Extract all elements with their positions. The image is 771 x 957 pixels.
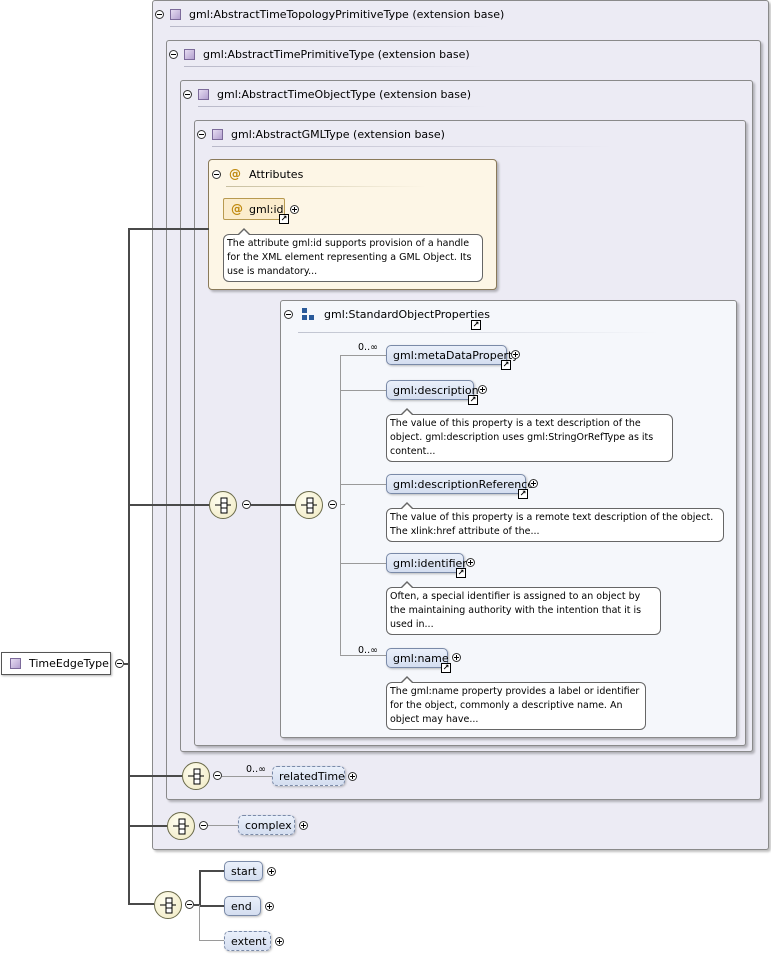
reference-arrow-icon[interactable]: ↗ bbox=[471, 320, 481, 330]
collapse-icon[interactable] bbox=[212, 169, 221, 179]
root-type-box[interactable]: TimeEdgeType bbox=[1, 652, 111, 675]
element-end[interactable]: end bbox=[224, 896, 261, 916]
sequence-compositor-icon[interactable] bbox=[209, 491, 237, 519]
complex-type-icon bbox=[212, 128, 223, 140]
extension-label: gml:AbstractTimeTopologyPrimitiveType (e… bbox=[189, 7, 505, 21]
element-label: start bbox=[231, 864, 257, 878]
extension-label: gml:AbstractTimeObjectType (extension ba… bbox=[217, 87, 472, 101]
element-label: end bbox=[231, 899, 252, 913]
element-relatedTime[interactable]: relatedTime bbox=[272, 766, 345, 786]
element-label: gml:descriptionReference bbox=[393, 477, 535, 491]
element-descriptionReference[interactable]: gml:descriptionReference bbox=[386, 474, 534, 494]
sequence-compositor-icon[interactable] bbox=[167, 812, 195, 840]
reference-arrow-icon[interactable]: ↗ bbox=[518, 489, 528, 499]
extension-label: gml:AbstractGMLType (extension base) bbox=[231, 127, 445, 141]
reference-arrow-icon[interactable]: ↗ bbox=[501, 360, 511, 370]
element-label: complex bbox=[245, 818, 292, 832]
element-doc-tooltip: The value of this property is a text des… bbox=[386, 408, 673, 462]
collapse-icon[interactable] bbox=[183, 89, 192, 99]
attributes-header[interactable]: @ Attributes bbox=[212, 164, 303, 184]
element-label: gml:metaDataProperty bbox=[393, 348, 519, 362]
collapse-icon[interactable] bbox=[185, 900, 194, 909]
expand-icon[interactable] bbox=[466, 558, 475, 567]
extension-label: gml:AbstractTimePrimitiveType (extension… bbox=[203, 47, 470, 61]
element-label: relatedTime bbox=[279, 769, 345, 783]
expand-icon[interactable] bbox=[478, 385, 487, 394]
expand-icon[interactable] bbox=[299, 821, 308, 830]
complex-type-icon bbox=[10, 658, 21, 669]
group-header[interactable]: gml:StandardObjectProperties bbox=[284, 304, 490, 324]
complex-type-icon bbox=[184, 48, 195, 60]
element-doc-tooltip: The value of this property is a remote t… bbox=[386, 502, 724, 542]
attribute-gml-id[interactable]: @ gml:id bbox=[223, 198, 285, 220]
collapse-icon[interactable] bbox=[328, 500, 337, 509]
reference-arrow-icon[interactable]: ↗ bbox=[279, 214, 289, 224]
extension-header-topology[interactable]: gml:AbstractTimeTopologyPrimitiveType (e… bbox=[155, 4, 504, 24]
element-label: gml:name bbox=[393, 651, 449, 665]
element-identifier[interactable]: gml:identifier bbox=[386, 553, 467, 573]
collapse-icon[interactable] bbox=[242, 500, 251, 509]
element-label: gml:identifier bbox=[393, 556, 467, 570]
attribute-doc-tooltip: The attribute gml:id supports provision … bbox=[223, 228, 483, 282]
group-label: gml:StandardObjectProperties bbox=[324, 307, 490, 321]
element-description[interactable]: gml:description bbox=[386, 380, 479, 400]
element-label: extent bbox=[231, 934, 267, 948]
element-doc-tooltip: Often, a special identifier is assigned … bbox=[386, 581, 661, 635]
collapse-icon[interactable] bbox=[115, 659, 124, 668]
reference-arrow-icon[interactable]: ↗ bbox=[441, 663, 451, 673]
complex-type-icon bbox=[170, 8, 181, 20]
element-extent[interactable]: extent bbox=[224, 931, 271, 951]
collapse-icon[interactable] bbox=[169, 49, 178, 59]
collapse-icon[interactable] bbox=[213, 771, 222, 780]
expand-icon[interactable] bbox=[275, 937, 284, 946]
extension-header-gml[interactable]: gml:AbstractGMLType (extension base) bbox=[197, 124, 445, 144]
group-icon bbox=[302, 308, 314, 320]
collapse-icon[interactable] bbox=[284, 309, 293, 319]
cardinality-label: 0..∞ bbox=[246, 764, 266, 775]
cardinality-label: 0..∞ bbox=[358, 645, 378, 656]
expand-icon[interactable] bbox=[290, 205, 299, 214]
element-name[interactable]: gml:name bbox=[386, 648, 449, 668]
element-doc-tooltip: The gml:name property provides a label o… bbox=[386, 676, 646, 730]
root-type-label: TimeEdgeType bbox=[29, 657, 109, 670]
element-label: gml:description bbox=[393, 383, 479, 397]
sequence-compositor-icon[interactable] bbox=[295, 491, 323, 519]
expand-icon[interactable] bbox=[529, 479, 538, 488]
complex-type-icon bbox=[198, 88, 209, 100]
collapse-icon[interactable] bbox=[197, 129, 206, 139]
reference-arrow-icon[interactable]: ↗ bbox=[456, 568, 466, 578]
connector-line bbox=[124, 663, 130, 665]
expand-icon[interactable] bbox=[452, 653, 461, 662]
attribute-icon: @ bbox=[229, 167, 241, 181]
attribute-label: gml:id bbox=[249, 202, 284, 216]
expand-icon[interactable] bbox=[348, 772, 357, 781]
sequence-compositor-icon[interactable] bbox=[182, 762, 210, 790]
attribute-icon: @ bbox=[231, 202, 243, 216]
extension-header-object[interactable]: gml:AbstractTimeObjectType (extension ba… bbox=[183, 84, 471, 104]
element-start[interactable]: start bbox=[224, 861, 263, 881]
expand-icon[interactable] bbox=[511, 350, 520, 359]
element-complex[interactable]: complex bbox=[238, 815, 295, 835]
element-metaDataProperty[interactable]: gml:metaDataProperty bbox=[386, 345, 519, 365]
collapse-icon[interactable] bbox=[199, 821, 208, 830]
cardinality-label: 0..∞ bbox=[358, 342, 378, 353]
extension-header-primitive[interactable]: gml:AbstractTimePrimitiveType (extension… bbox=[169, 44, 470, 64]
sequence-compositor-icon[interactable] bbox=[154, 891, 182, 919]
collapse-icon[interactable] bbox=[155, 9, 164, 19]
reference-arrow-icon[interactable]: ↗ bbox=[468, 395, 478, 405]
attributes-label: Attributes bbox=[249, 167, 304, 181]
expand-icon[interactable] bbox=[265, 902, 274, 911]
expand-icon[interactable] bbox=[267, 867, 276, 876]
